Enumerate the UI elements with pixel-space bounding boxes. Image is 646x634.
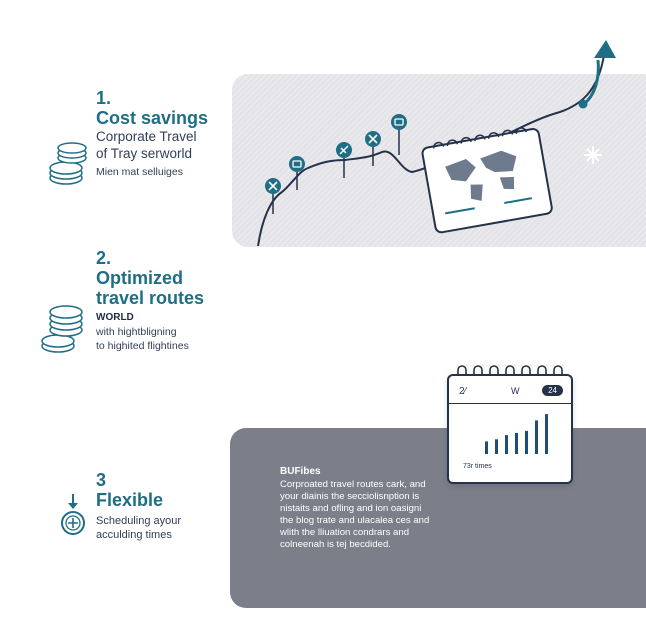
calendar-card: 2⁄ W 24 73r times bbox=[447, 374, 573, 484]
panel-line: Corproated travel routes cark, and bbox=[280, 479, 426, 490]
section-note: acculding times bbox=[96, 529, 172, 541]
arrow-head-icon bbox=[594, 40, 616, 58]
section-title: Cost savings bbox=[96, 108, 209, 128]
route-line bbox=[257, 54, 605, 247]
calendar-tab[interactable]: 2⁄ bbox=[459, 386, 467, 397]
calendar-rings bbox=[457, 365, 563, 378]
location-pin-icon bbox=[365, 131, 381, 166]
calendar-footer: 73r times bbox=[463, 463, 492, 470]
panel-line: colneenah is tej becdided. bbox=[280, 539, 391, 550]
coin-stack-icon bbox=[41, 305, 83, 353]
section-title: travel routes bbox=[96, 288, 205, 308]
route-end-dot-icon bbox=[578, 99, 588, 109]
panel-title: BUFibes bbox=[280, 466, 321, 477]
calendar-bar bbox=[535, 420, 538, 454]
section-subtitle: of Tray serworld bbox=[96, 146, 193, 161]
section-subtitle: Corporate Travel bbox=[96, 129, 197, 144]
calendar-tab[interactable]: W bbox=[511, 386, 520, 396]
panel-line: nistaits and ofling and ion oasigni bbox=[280, 503, 422, 514]
section-cost-savings: 1. Cost savings Corporate Travel of Tray… bbox=[96, 88, 208, 179]
section-label: WORLD bbox=[96, 312, 134, 323]
world-map-card bbox=[421, 127, 553, 234]
calendar-header: 2⁄ W 24 bbox=[449, 382, 571, 404]
section-number: 2. bbox=[96, 248, 112, 268]
panel-description: BUFibes Corproated travel routes cark, a… bbox=[280, 466, 450, 551]
calendar-bar bbox=[545, 414, 548, 454]
section-note: with hightbligning bbox=[96, 326, 177, 338]
calendar-bar bbox=[495, 439, 498, 454]
calendar-bar bbox=[485, 441, 488, 454]
clock-arrow-icon bbox=[61, 494, 85, 535]
coin-stack-icon bbox=[49, 142, 87, 185]
section-note: to highited flightines bbox=[96, 340, 189, 352]
section-note: Scheduling ayour bbox=[96, 515, 182, 527]
section-title: Optimized bbox=[96, 268, 184, 288]
calendar-tab-active[interactable]: 24 bbox=[542, 385, 563, 396]
calendar-bar-chart bbox=[485, 414, 548, 454]
section-flexible: 3 Flexible Scheduling ayour acculding ti… bbox=[96, 470, 181, 542]
section-title: Flexible bbox=[96, 490, 164, 510]
calendar-bar bbox=[525, 430, 528, 454]
section-optimized-routes: 2. Optimized travel routes WORLD with hi… bbox=[96, 248, 204, 353]
panel-line: the blog trate and ulacalea ces and bbox=[280, 515, 430, 526]
section-number: 3 bbox=[96, 470, 107, 490]
section-number: 1. bbox=[96, 88, 112, 108]
panel-line: wlith the lliuation condrars and bbox=[280, 527, 410, 538]
bottom-info-panel bbox=[230, 428, 646, 608]
panel-line: your diainis the secciolisnption is bbox=[280, 491, 420, 502]
sparkle-icon bbox=[584, 146, 602, 164]
calendar-bar bbox=[505, 435, 508, 454]
section-note: Mien mat selluiges bbox=[96, 166, 183, 178]
location-pin-icon bbox=[336, 142, 352, 178]
location-pin-icon bbox=[289, 156, 305, 190]
location-pin-icon bbox=[391, 114, 407, 155]
location-pin-icon bbox=[265, 178, 281, 214]
calendar-bar bbox=[515, 433, 518, 454]
